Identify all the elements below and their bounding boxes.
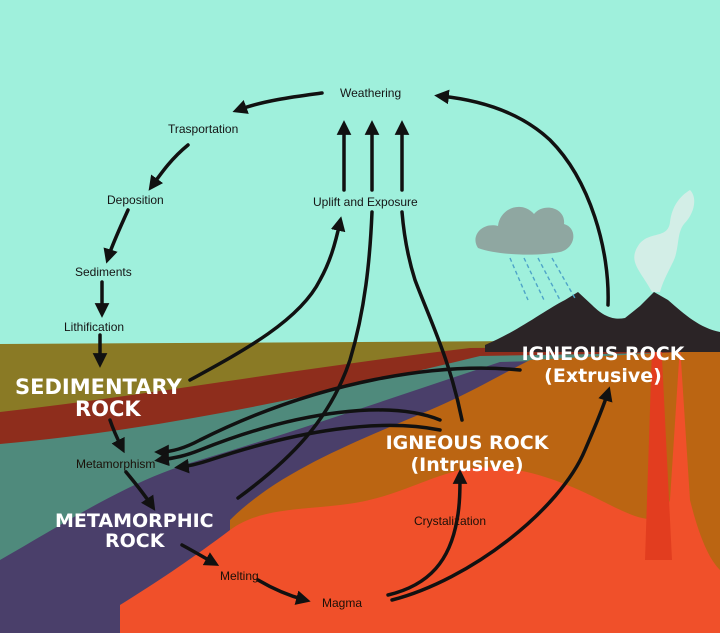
- arrow-sedimentary-to-metamorphism: [108, 418, 125, 454]
- sediments-label: Sediments: [75, 265, 132, 279]
- arrow-extrusive-to-metamorphism: [154, 366, 522, 460]
- transportation-label: Trasportation: [168, 122, 239, 136]
- arrow-metamorphism-to-metamorphic: [124, 470, 156, 511]
- igneous-extrusive-line1: IGNEOUS ROCK: [521, 343, 685, 365]
- igneous-intrusive-line2: (Intrusive): [410, 454, 524, 476]
- igneous-intrusive-label: IGNEOUS ROCK (Intrusive): [372, 432, 562, 476]
- arrow-metamorphic-to-melting: [180, 543, 220, 566]
- crystalization-label: Crystalization: [414, 514, 487, 528]
- arrow-deposition-to-sediments: [103, 208, 130, 264]
- weathering-label: Weathering: [340, 86, 402, 100]
- arrow-weathering-to-transportation: [232, 91, 324, 114]
- metamorphic-rock-line2: ROCK: [105, 529, 165, 552]
- deposition-label: Deposition: [107, 193, 164, 207]
- lithification-label: Lithification: [64, 320, 125, 334]
- arrow-intrusive-to-metamorphism-2: [174, 423, 442, 474]
- arrow-metamorphic-to-uplift: [236, 210, 374, 500]
- metamorphic-rock-label: METAMORPHIC ROCK: [55, 510, 214, 552]
- arrow-magma-to-extrusive: [390, 386, 613, 602]
- arrow-extrusive-to-weathering: [434, 89, 610, 307]
- cycle-arrows: [92, 89, 613, 605]
- arrow-intrusive-to-uplift: [400, 210, 464, 422]
- arrow-intrusive-to-metamorphism-1: [154, 408, 442, 467]
- rain-cloud: [475, 206, 577, 301]
- igneous-extrusive-label: IGNEOUS ROCK (Extrusive): [508, 343, 698, 387]
- arrow-sedimentary-to-uplift: [188, 216, 346, 382]
- metamorphism-label: Metamorphism: [76, 457, 156, 471]
- sedimentary-rock-label: SEDIMENTARY ROCK: [15, 376, 182, 420]
- igneous-intrusive-line1: IGNEOUS ROCK: [385, 432, 549, 454]
- melting-label: Melting: [220, 569, 259, 583]
- igneous-extrusive-line2: (Extrusive): [544, 365, 662, 387]
- volcano: [485, 292, 720, 352]
- magma-vent: [645, 318, 672, 560]
- arrow-magma-to-intrusive: [386, 469, 468, 597]
- uplift-exposure-label: Uplift and Exposure: [313, 195, 418, 209]
- arrow-transportation-to-deposition: [148, 143, 190, 191]
- sedimentary-rock-line1: SEDIMENTARY: [15, 375, 182, 399]
- sedimentary-rock-line2: ROCK: [75, 397, 141, 422]
- metamorphic-rock-line1: METAMORPHIC: [55, 510, 214, 532]
- arrow-melting-to-magma: [256, 578, 311, 605]
- magma-label: Magma: [322, 596, 363, 610]
- magma-body: [120, 345, 720, 633]
- volcano-smoke: [634, 190, 695, 292]
